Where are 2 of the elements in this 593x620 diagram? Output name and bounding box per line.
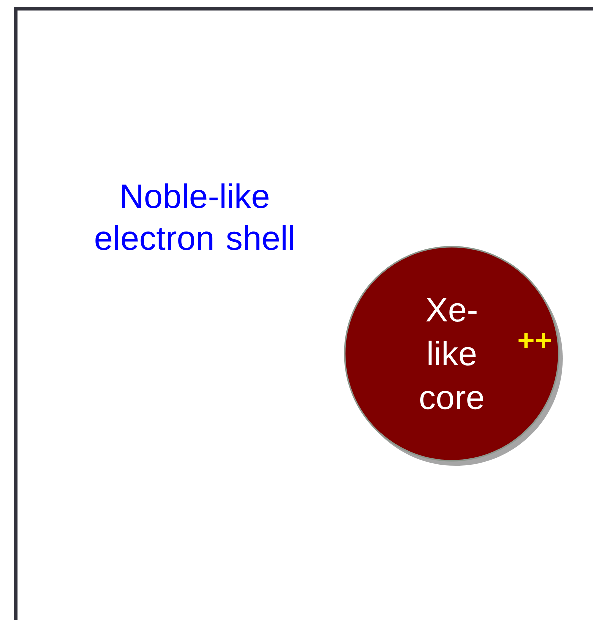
charge-sign: ++ <box>518 333 552 348</box>
text-label: Noble-like electron shell <box>96 184 294 250</box>
